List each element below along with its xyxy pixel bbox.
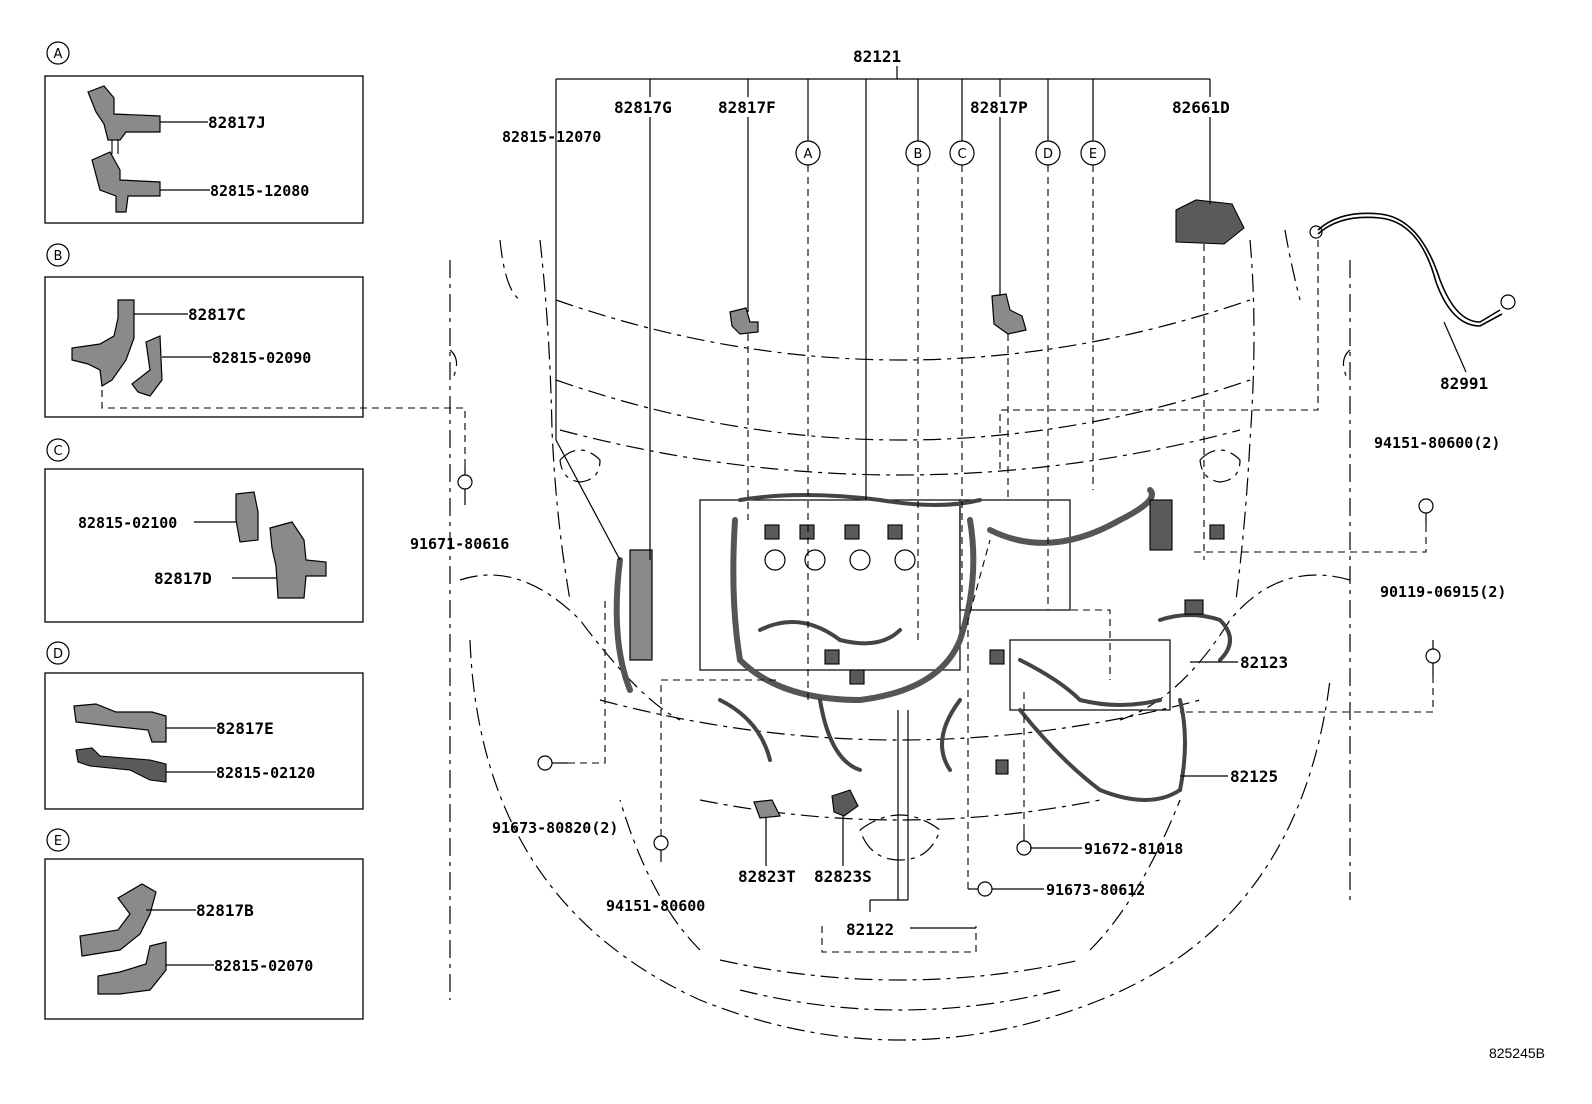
inset-e-part-1: 82817B	[196, 901, 254, 920]
label-82121: 82121	[853, 47, 901, 66]
main-callouts: A B C D E	[795, 140, 1106, 166]
inset-c: C 82815-02100 82817D	[44, 438, 364, 623]
label-82125: 82125	[1230, 767, 1278, 786]
fasteners	[457, 466, 1441, 897]
inset-e-part-2: 82815-02070	[214, 957, 313, 975]
bolt-90119-06915	[1425, 640, 1441, 676]
label-82817F: 82817F	[718, 98, 776, 117]
nut-94151-80600-2	[1418, 498, 1434, 525]
inset-a-tag: A	[54, 47, 63, 62]
label-82823S: 82823S	[814, 867, 872, 886]
leader-lines	[101, 66, 1467, 953]
label-91671-80616: 91671-80616	[410, 535, 509, 553]
callout-e: E	[1089, 147, 1097, 162]
bolt-91673-80820	[537, 755, 568, 771]
nut-94151-80600	[653, 835, 669, 862]
label-82815-12070: 82815-12070	[502, 128, 601, 146]
callout-a: A	[804, 147, 813, 162]
vehicle-outline	[449, 229, 1351, 1041]
main-parts	[729, 199, 1516, 819]
label-82817G: 82817G	[614, 98, 672, 117]
inset-b-tag: B	[54, 249, 63, 264]
label-91673-80612: 91673-80612	[1046, 881, 1145, 899]
inset-b: B 82817C 82815-02090	[44, 243, 364, 418]
inset-b-part-1: 82817C	[188, 305, 246, 324]
label-91673-80820: 91673-80820(2)	[492, 819, 618, 837]
inset-d-tag: D	[53, 647, 63, 662]
inset-c-part-1: 82815-02100	[78, 514, 177, 532]
inset-a-part-2: 82815-12080	[210, 182, 309, 200]
inset-c-part-2: 82817D	[154, 569, 212, 588]
inset-d-part-2: 82815-02120	[216, 764, 315, 782]
label-94151-80600-2: 94151-80600(2)	[1374, 434, 1500, 452]
label-82661D: 82661D	[1172, 98, 1230, 117]
label-82122: 82122	[846, 920, 894, 939]
label-82123: 82123	[1240, 653, 1288, 672]
label-90119-06915: 90119-06915(2)	[1380, 583, 1506, 601]
figure-code: 825245B	[1489, 1045, 1545, 1061]
label-82817P: 82817P	[970, 98, 1028, 117]
inset-d-part-1: 82817E	[216, 719, 274, 738]
label-82991: 82991	[1440, 374, 1488, 393]
bolt-91672-81018	[1016, 831, 1032, 856]
label-91672-81018: 91672-81018	[1084, 840, 1183, 858]
main-labels: 82121 82815-12070 82817G 82817F 82817P 8…	[410, 47, 1506, 939]
bolt-91671-80616	[457, 466, 473, 505]
inset-a-part-1: 82817J	[208, 113, 266, 132]
inset-b-part-2: 82815-02090	[212, 349, 311, 367]
inset-e-tag: E	[54, 834, 62, 849]
inset-e: E 82817B 82815-02070	[44, 828, 364, 1020]
inset-c-tag: C	[53, 444, 62, 459]
label-94151-80600: 94151-80600	[606, 897, 705, 915]
callout-b: B	[914, 147, 923, 162]
callout-d: D	[1043, 147, 1053, 162]
inset-a: A 82817J 82815-12080	[44, 41, 364, 224]
inset-d: D 82817E 82815-02120	[44, 641, 364, 810]
label-82823T: 82823T	[738, 867, 796, 886]
engine-harness	[613, 487, 1232, 802]
callout-c: C	[957, 147, 966, 162]
bolt-91673-80612	[968, 881, 993, 897]
